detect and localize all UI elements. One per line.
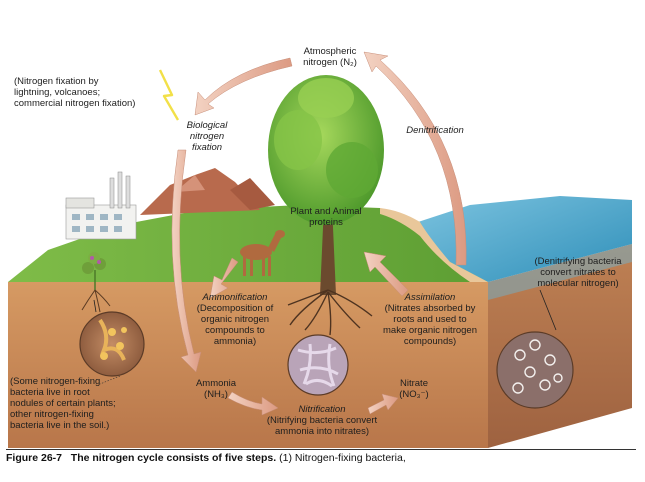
nitrate-line-2: (NO₃⁻) (399, 389, 429, 400)
nitrogen-fixing-note-line-1: (Some nitrogen-fixing (10, 376, 101, 387)
denitrifying-bacteria-lens (496, 289, 574, 409)
denitrifying-bacteria-note: (Denitrifying bacteria convert nitrates … (526, 256, 630, 289)
legume-plant (81, 252, 111, 313)
tree (268, 75, 384, 336)
atmospheric-nitrogen-label: Atmospheric nitrogen (N₂) (280, 46, 380, 68)
assimilation-label: Assimilation (Nitrates absorbed by roots… (372, 292, 488, 347)
ammonia-line-1: Ammonia (195, 378, 237, 389)
biological-fixation-line-1: Biological (186, 120, 228, 131)
nitrification-title: Nitrification (298, 404, 346, 415)
nitrogen-fixing-note-line-4: other nitrogen-fixing (10, 409, 94, 420)
atmospheric-nitrogen-line-1: Atmospheric (303, 46, 357, 57)
nitrifying-bacteria-lens (287, 334, 349, 396)
nitrogen-fixing-note-line-3: nodules of certain plants; (10, 398, 116, 409)
biological-fixation-label: Biological nitrogen fixation (172, 120, 242, 153)
cycle-arrows (171, 51, 467, 416)
denitrifying-note-line-2: convert nitrates to (540, 267, 616, 278)
caption-title: The nitrogen cycle consists of five step… (70, 452, 277, 464)
proteins-line-1: Plant and Animal (290, 206, 362, 217)
proteins-line-2: proteins (309, 217, 343, 228)
factory (65, 171, 137, 240)
arrow-to-nitrification (227, 391, 279, 416)
nitrogen-fixing-note-line-2: bacteria live in root (10, 387, 90, 398)
nitrogen-fixing-note-line-5: bacteria live in the soil.) (10, 420, 110, 431)
caption-divider (6, 449, 636, 450)
nitrification-line-1: (Nitrifying bacteria convert (266, 415, 378, 426)
figure-caption: Figure 26-7 The nitrogen cycle consists … (6, 452, 636, 468)
fixation-note-line-3: commercial nitrogen fixation) (14, 98, 136, 109)
assimilation-line-3: make organic nitrogen (383, 325, 477, 336)
ammonification-line-1: (Decomposition of (196, 303, 274, 314)
arrow-fixation-to-ammonia (171, 149, 202, 373)
mountains (140, 168, 260, 215)
biological-fixation-line-2: nitrogen (189, 131, 225, 142)
caption-rest: (1) Nitrogen-fixing bacteria, (279, 452, 406, 464)
denitrification-text: Denitrification (406, 125, 464, 136)
lightning-bolt (158, 69, 180, 121)
ocean (418, 196, 632, 282)
fixation-note: (Nitrogen fixation by lightning, volcano… (14, 76, 164, 109)
denitrification-label: Denitrification (390, 125, 480, 136)
root-nodule-lens (79, 299, 145, 377)
biological-fixation-line-3: fixation (191, 142, 223, 153)
ammonia-label: Ammonia (NH₃) (188, 378, 244, 400)
ammonification-line-3: compounds to (205, 325, 265, 336)
nitrate-line-1: Nitrate (400, 378, 428, 389)
arrow-to-nitrate (367, 393, 399, 415)
atmospheric-nitrogen-line-2: nitrogen (N₂) (303, 57, 357, 68)
assimilation-title: Assimilation (404, 292, 456, 303)
denitrifying-note-line-3: molecular nitrogen) (537, 278, 619, 289)
assimilation-line-4: compounds) (403, 336, 457, 347)
caption-figure-number: Figure 26-7 (6, 452, 63, 464)
ammonification-label: Ammonification (Decomposition of organic… (180, 292, 290, 347)
fixation-note-line-2: lightning, volcanoes; (14, 87, 101, 98)
ammonification-title: Ammonification (202, 292, 268, 303)
arrow-ammonification (209, 257, 239, 299)
arrow-denitrification (363, 51, 467, 266)
denitrifying-note-line-1: (Denitrifying bacteria (534, 256, 622, 267)
assimilation-line-2: roots and used to (393, 314, 467, 325)
nitrate-label: Nitrate (NO₃⁻) (384, 378, 444, 400)
arrow-to-fixation (194, 57, 293, 116)
nitrification-line-2: ammonia into nitrates) (275, 426, 369, 437)
plant-animal-proteins-label: Plant and Animal proteins (280, 206, 372, 228)
nitrogen-fixing-bacteria-note: (Some nitrogen-fixing bacteria live in r… (10, 376, 150, 431)
assimilation-line-1: (Nitrates absorbed by (384, 303, 476, 314)
arrow-assimilation (363, 251, 409, 297)
nitrification-label: Nitrification (Nitrifying bacteria conve… (252, 404, 392, 437)
deer (240, 230, 285, 276)
ammonification-line-2: organic nitrogen (200, 314, 270, 325)
ammonification-line-4: ammonia) (213, 336, 257, 347)
ammonia-line-2: (NH₃) (204, 389, 228, 400)
fixation-note-line-1: (Nitrogen fixation by (14, 76, 99, 87)
